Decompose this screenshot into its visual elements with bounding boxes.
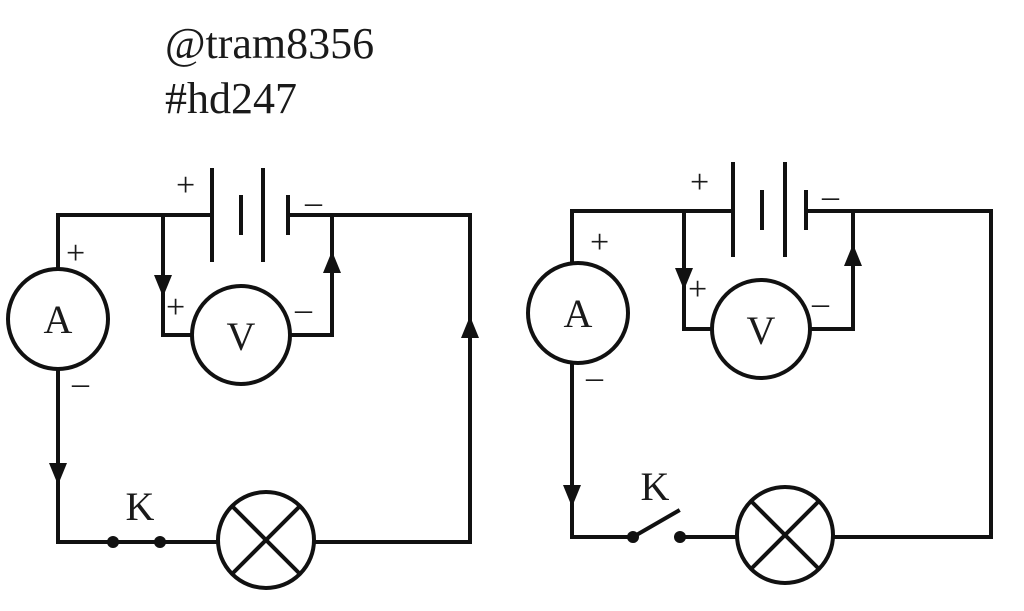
voltmeter [710,278,812,380]
switch-contact-right [674,531,686,543]
switch-contact-left [107,536,119,548]
ammeter-minus-sign: – [71,365,90,402]
wire-top-left [56,213,214,270]
switch-contact-left [627,531,639,543]
voltmeter-letter: V [747,308,776,353]
ammeter-letter: A [44,297,73,342]
arrow-down-left-icon [563,485,581,507]
switch-label: K [126,484,155,529]
battery-plus-sign: + [690,164,709,201]
circuit-left: + – A + – V + – K [6,167,479,590]
arrow-down-left-icon [49,463,67,485]
ammeter-minus-sign: – [585,359,604,396]
voltmeter [190,284,292,386]
battery-minus-sign: – [821,178,840,215]
arrow-up-voltmeter-out-icon [323,251,341,273]
switch-contact-right [154,536,166,548]
battery-minus-sign: – [304,184,323,221]
voltmeter-plus-sign: + [688,271,707,308]
ammeter [526,261,630,365]
voltmeter-plus-sign: + [166,289,185,326]
author-handle: @tram8356 [165,19,374,68]
arrow-up-return-icon [461,316,479,338]
ammeter-plus-sign: + [590,224,609,261]
battery-plus-sign: + [176,167,195,204]
hashtag: #hd247 [165,74,297,123]
voltmeter-minus-sign: – [294,291,313,328]
lamp-icon [216,490,316,590]
wire-left-bottom [56,368,115,544]
switch-label: K [641,464,670,509]
arrow-up-voltmeter-out-icon [844,244,862,266]
ammeter [6,267,110,371]
ammeter-letter: A [564,291,593,336]
voltmeter-branch-left [161,213,194,337]
wire-top-left [570,209,735,265]
voltmeter-letter: V [227,314,256,359]
switch-open-lever [630,508,681,540]
voltmeter-branch-left [682,209,715,331]
ammeter-plus-sign: + [66,235,85,272]
wire-top-right-return [804,209,993,539]
voltmeter-minus-sign: – [811,285,830,322]
arrow-down-voltmeter-in-icon [675,268,693,290]
circuit-right: + – A + – V + – K [526,162,993,585]
arrow-down-voltmeter-in-icon [154,275,172,297]
wire-top-right-return [286,213,472,544]
lamp-icon [735,485,835,585]
battery [210,168,290,262]
wire-left-bottom [570,361,635,539]
battery [731,162,808,257]
